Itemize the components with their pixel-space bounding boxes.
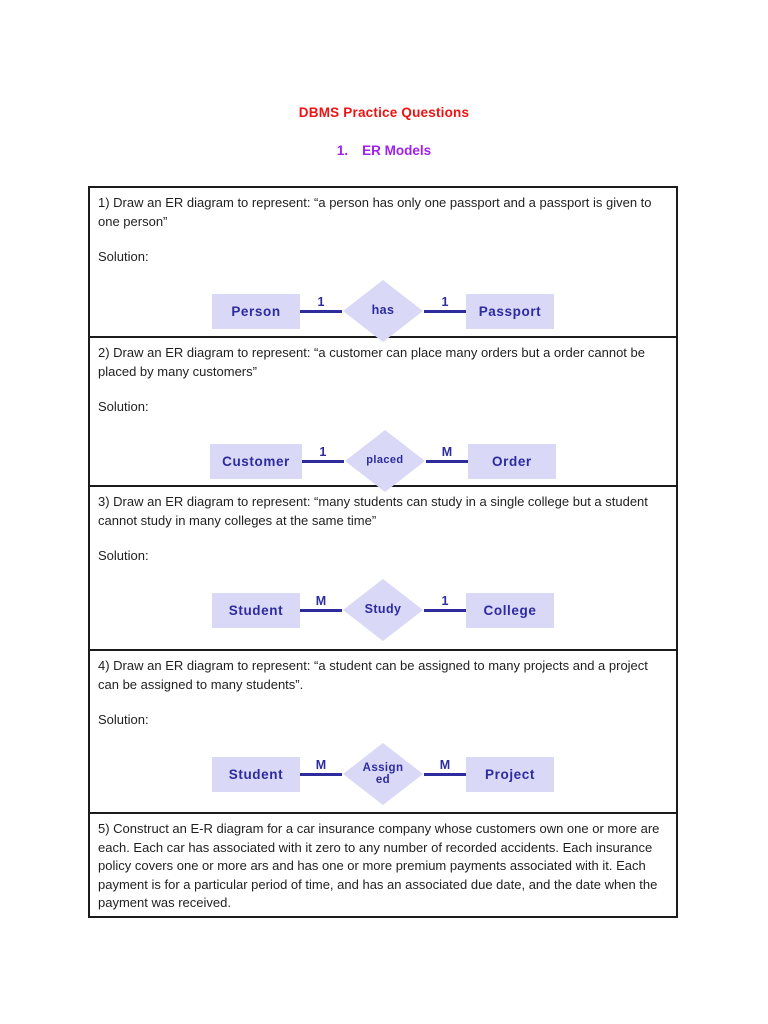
connector: 1 (300, 294, 342, 329)
connector: 1 (424, 593, 466, 628)
question-text: 5) Construct an E-R diagram for a car in… (98, 821, 660, 910)
er-diagram: Student M Assign ed M Project (98, 742, 668, 806)
entity-box: Project (466, 756, 554, 792)
er-diagram: Person 1 has 1 Passport (98, 279, 668, 343)
cardinality-label: 1 (319, 445, 327, 459)
connector: 1 (424, 294, 466, 329)
connector-line (300, 609, 342, 612)
connector-line (300, 773, 342, 776)
solution-label: Solution: (98, 399, 149, 414)
diamond-shape (344, 430, 425, 492)
relationship-label: Study (364, 602, 402, 617)
cardinality-label: 1 (441, 594, 449, 608)
question-box-5: 5) Construct an E-R diagram for a car in… (88, 812, 678, 918)
relationship-diamond: Study (342, 578, 424, 642)
diamond-shape (343, 743, 423, 805)
solution-label: Solution: (98, 249, 149, 264)
question-box-1: 1) Draw an ER diagram to represent: “a p… (88, 186, 678, 342)
er-diagram: Customer 1 placed M Order (98, 429, 668, 493)
entity-box: Order (467, 443, 556, 479)
relationship-label: Assign ed (362, 761, 404, 786)
entity-box: College (466, 592, 554, 628)
connector-line (424, 310, 466, 313)
er-diagram: Student M Study 1 College (98, 578, 668, 642)
question-text: 3) Draw an ER diagram to represent: “man… (98, 494, 648, 528)
connector-line (300, 310, 342, 313)
cardinality-label: M (315, 594, 327, 608)
diamond-shape (343, 280, 423, 342)
question-box-2: 2) Draw an ER diagram to represent: “a c… (88, 336, 678, 492)
connector-line (424, 609, 466, 612)
cardinality-label: 1 (317, 295, 325, 309)
connector: M (425, 444, 468, 479)
question-box-4: 4) Draw an ER diagram to represent: “a s… (88, 649, 678, 814)
relationship-diamond: Assign ed (342, 742, 424, 806)
relationship-label: placed (366, 454, 404, 467)
entity-box: Student (212, 756, 300, 792)
cardinality-label: M (315, 758, 327, 772)
question-text: 2) Draw an ER diagram to represent: “a c… (98, 345, 645, 379)
connector-line (425, 460, 468, 463)
entity-box: Student (212, 592, 300, 628)
entity-box: Person (212, 293, 300, 329)
relationship-label: has (371, 303, 395, 318)
connector: M (424, 757, 466, 792)
question-text: 4) Draw an ER diagram to represent: “a s… (98, 658, 648, 692)
cardinality-label: M (439, 758, 451, 772)
solution-label: Solution: (98, 548, 149, 563)
entity-box: Customer (210, 443, 302, 479)
document-title: DBMS Practice Questions (298, 105, 470, 120)
diamond-shape (343, 579, 423, 641)
section-heading: 1. ER Models (0, 143, 768, 158)
connector-line (301, 460, 344, 463)
section-number: 1. (336, 143, 349, 158)
relationship-diamond: placed (344, 429, 426, 493)
question-box-3: 3) Draw an ER diagram to represent: “man… (88, 485, 678, 651)
section-title: ER Models (362, 143, 432, 158)
cardinality-label: 1 (441, 295, 449, 309)
questions-list: 1) Draw an ER diagram to represent: “a p… (88, 186, 678, 918)
solution-label: Solution: (98, 712, 149, 727)
connector: M (300, 593, 342, 628)
connector: M (300, 757, 342, 792)
entity-box: Passport (466, 293, 554, 329)
relationship-diamond: has (342, 279, 424, 343)
question-text: 1) Draw an ER diagram to represent: “a p… (98, 195, 652, 229)
connector: 1 (301, 444, 344, 479)
cardinality-label: M (441, 445, 453, 459)
connector-line (424, 773, 466, 776)
